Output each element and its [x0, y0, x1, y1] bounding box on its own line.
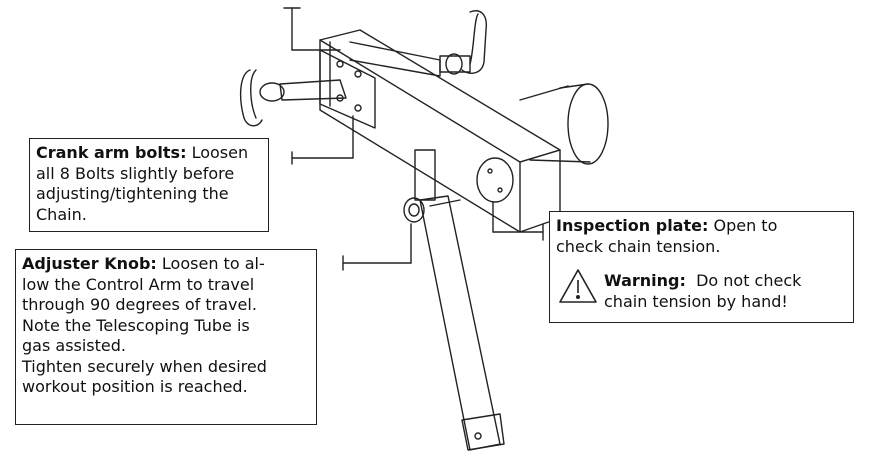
motor-cylinder	[519, 83, 609, 165]
adjuster-line-2: low the Control Arm to travel	[22, 274, 255, 294]
inspection-line-1: Open to	[713, 216, 778, 235]
crank-line-4: Chain.	[36, 204, 87, 224]
crank-plate	[319, 49, 376, 129]
adjuster-line-6: Tighten securely when desired	[22, 356, 267, 376]
adjuster-leader-line	[342, 223, 412, 271]
inspection-plate	[476, 157, 514, 203]
warning-triangle-icon	[558, 267, 598, 311]
left-handle	[239, 69, 347, 127]
right-handle	[349, 10, 487, 77]
vertical-post	[414, 149, 436, 201]
crank-line-1: Loosen	[191, 143, 249, 162]
telescoping-arm	[419, 195, 505, 451]
inspection-line-2: check chain tension.	[556, 236, 721, 256]
inspection-plate-callout: Inspection plate: Open to check chain te…	[549, 211, 854, 323]
crank-leader-line	[291, 115, 354, 165]
crank-line-2: all 8 Bolts slightly before	[36, 163, 235, 183]
crank-title: Crank arm bolts:	[36, 143, 187, 162]
adjuster-knob-callout: Adjuster Knob: Loosen to al- low the Con…	[15, 249, 317, 425]
warning-title: Warning:	[604, 271, 686, 290]
inspection-leader-line	[492, 202, 544, 241]
warning-text: Warning: Do not check chain tension by h…	[604, 271, 801, 312]
crank-line-3: adjusting/tightening the	[36, 184, 229, 203]
crank-arm-bolts-callout: Crank arm bolts: Loosen all 8 Bolts slig…	[29, 138, 269, 232]
inspection-title: Inspection plate:	[556, 216, 709, 235]
adjuster-line-3: through 90 degrees of travel.	[22, 295, 257, 314]
adjuster-line-7: workout position is reached.	[22, 377, 248, 396]
top-leader-line	[283, 7, 341, 51]
warning-line-2: chain tension by hand!	[604, 291, 788, 311]
warning-line-1: Do not check	[696, 271, 802, 290]
adjuster-title: Adjuster Knob:	[22, 254, 157, 273]
adjuster-line-4: Note the Telescoping Tube is	[22, 315, 250, 335]
adjuster-line-1: Loosen to al-	[161, 254, 265, 273]
adjuster-knob	[403, 197, 425, 223]
adjuster-line-5: gas assisted.	[22, 336, 126, 355]
